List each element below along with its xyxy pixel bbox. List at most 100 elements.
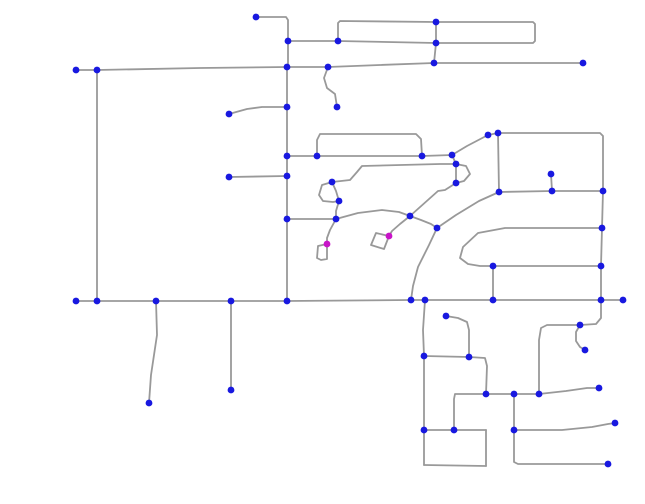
- graph-node: [599, 187, 607, 195]
- graph-edge: [497, 132, 500, 193]
- graph-edge: [436, 191, 500, 229]
- graph-edge: [337, 40, 437, 44]
- graph-node: [152, 297, 160, 305]
- graph-node: [284, 37, 292, 45]
- graph-node: [328, 178, 336, 186]
- graph-node: [576, 321, 584, 329]
- graph-edge: [323, 66, 338, 108]
- graph-node: [334, 37, 342, 45]
- graph-node: [595, 384, 603, 392]
- graph-edge: [316, 133, 423, 157]
- graph-edge: [600, 227, 603, 267]
- graph-node: [465, 353, 473, 361]
- graph-edge: [421, 154, 453, 157]
- graph-edge: [453, 393, 487, 431]
- graph-node: [313, 152, 321, 160]
- graph-node: [283, 63, 291, 71]
- graph-node: [548, 187, 556, 195]
- graph-node: [93, 297, 101, 305]
- graph-edge: [513, 429, 609, 465]
- graph-node: [597, 262, 605, 270]
- highlighted-node: [385, 232, 393, 240]
- graph-node: [482, 390, 490, 398]
- graph-node: [145, 399, 153, 407]
- graph-edge: [148, 300, 158, 404]
- graph-edge: [538, 324, 581, 395]
- graph-edge: [451, 134, 489, 156]
- graph-node: [452, 160, 460, 168]
- graph-node: [581, 346, 589, 354]
- graph-edge: [286, 299, 412, 302]
- graph-node: [579, 59, 587, 67]
- graph-node: [510, 426, 518, 434]
- graph-edge: [370, 232, 390, 250]
- graph-edge: [388, 215, 411, 237]
- graph-edge: [335, 209, 411, 220]
- graph-node: [604, 460, 612, 468]
- graph-edge: [316, 243, 328, 261]
- graph-edge: [410, 227, 438, 301]
- graph-node: [72, 66, 80, 74]
- graph-edge: [445, 315, 470, 358]
- graph-node: [452, 179, 460, 187]
- graph-node: [407, 296, 415, 304]
- graph-node: [598, 224, 606, 232]
- graph-node: [227, 297, 235, 305]
- graph-node: [418, 152, 426, 160]
- graph-edge: [327, 62, 435, 68]
- graph-edge: [579, 299, 602, 326]
- graph-node: [421, 296, 429, 304]
- graph-node: [619, 296, 627, 304]
- graph-node: [332, 215, 340, 223]
- graph-edge: [331, 163, 457, 183]
- graph-node: [406, 212, 414, 220]
- graph-node: [283, 172, 291, 180]
- graph-edge: [228, 106, 288, 115]
- graph-node: [93, 66, 101, 74]
- graph-node: [547, 170, 555, 178]
- graph-node: [489, 262, 497, 270]
- graph-node: [252, 13, 260, 21]
- graph-edge: [513, 422, 616, 431]
- graph-edge: [459, 227, 603, 267]
- graph-node: [484, 131, 492, 139]
- graph-node: [494, 129, 502, 137]
- graph-node: [324, 63, 332, 71]
- graph-node: [597, 296, 605, 304]
- graph-edge: [337, 20, 437, 42]
- graph-node: [495, 188, 503, 196]
- graph-node: [489, 296, 497, 304]
- graph-edge: [468, 356, 488, 395]
- graph-node: [420, 426, 428, 434]
- graph-node: [283, 297, 291, 305]
- graph-edge: [497, 132, 604, 192]
- graph-node: [510, 390, 518, 398]
- graph-node: [72, 297, 80, 305]
- graph-node: [432, 39, 440, 47]
- highlighted-node: [323, 240, 331, 248]
- graph-node: [442, 312, 450, 320]
- graph-node: [432, 18, 440, 26]
- graph-edge: [228, 175, 288, 178]
- graph-node: [333, 103, 341, 111]
- graph-edge: [423, 464, 487, 467]
- graph-node: [225, 110, 233, 118]
- graph-node: [450, 426, 458, 434]
- graph-edge: [318, 181, 340, 203]
- graph-edge: [96, 66, 288, 71]
- graph-edge: [409, 182, 457, 217]
- graph-node: [420, 352, 428, 360]
- graph-edge: [423, 355, 470, 358]
- graph-edge: [255, 16, 289, 42]
- graph-node: [283, 103, 291, 111]
- graph-edge: [575, 324, 586, 351]
- graph-node: [448, 151, 456, 159]
- graph-node: [225, 173, 233, 181]
- graph-edge: [435, 21, 536, 44]
- graph-edge: [498, 190, 553, 193]
- graph-edge: [326, 218, 337, 245]
- graph-node: [535, 390, 543, 398]
- graph-edge: [455, 163, 471, 184]
